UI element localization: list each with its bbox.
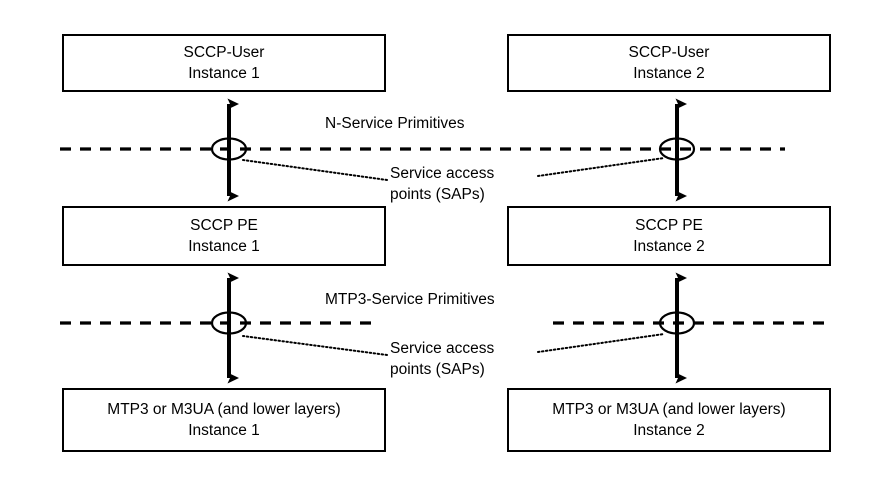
label-sap-upper-line2: points (SAPs) <box>390 186 485 203</box>
box-sccp-user-2-line2: Instance 2 <box>633 65 705 82</box>
box-sccp-pe-1-line2: Instance 1 <box>188 238 260 255</box>
leader-line-sap-lower-right <box>537 333 665 353</box>
box-sccp-user-1-line1: SCCP-User <box>183 44 265 61</box>
box-sccp-user-2-line1: SCCP-User <box>628 44 710 61</box>
box-mtp3-1-line1: MTP3 or M3UA (and lower layers) <box>107 401 341 418</box>
box-sccp-user-1-line2: Instance 1 <box>188 65 260 82</box>
box-mtp3-1-line2: Instance 1 <box>188 422 260 439</box>
box-mtp3-2-line1: MTP3 or M3UA (and lower layers) <box>552 401 786 418</box>
box-sccp-pe-2-line1: SCCP PE <box>635 217 703 234</box>
sap-marker-lower-right <box>658 311 696 335</box>
box-sccp-pe-1-line1: SCCP PE <box>190 217 258 234</box>
label-sap-lower-line2: points (SAPs) <box>390 361 485 378</box>
box-sccp-pe-2-line2: Instance 2 <box>633 238 705 255</box>
leader-line-sap-upper-left <box>242 159 388 181</box>
sap-marker-upper-left <box>210 137 248 161</box>
label-sap-lower: Service access points (SAPs) <box>390 338 494 380</box>
box-sccp-pe-instance-1: SCCP PE Instance 1 <box>62 206 386 266</box>
box-sccp-user-instance-1: SCCP-User Instance 1 <box>62 34 386 92</box>
box-mtp3-instance-1: MTP3 or M3UA (and lower layers) Instance… <box>62 388 386 452</box>
sap-marker-lower-left <box>210 311 248 335</box>
box-sccp-pe-instance-2: SCCP PE Instance 2 <box>507 206 831 266</box>
box-mtp3-2-line2: Instance 2 <box>633 422 705 439</box>
leader-line-sap-lower-left <box>242 335 388 356</box>
leader-line-sap-upper-right <box>537 157 665 177</box>
label-mtp3-service-primitives: MTP3-Service Primitives <box>325 291 495 308</box>
label-sap-upper-line1: Service access <box>390 165 495 182</box>
box-mtp3-instance-2: MTP3 or M3UA (and lower layers) Instance… <box>507 388 831 452</box>
label-sap-upper: Service access points (SAPs) <box>390 163 494 205</box>
label-sap-lower-line1: Service access <box>390 340 495 357</box>
label-n-service-primitives: N-Service Primitives <box>325 115 465 132</box>
box-sccp-user-instance-2: SCCP-User Instance 2 <box>507 34 831 92</box>
sap-marker-upper-right <box>658 137 696 161</box>
